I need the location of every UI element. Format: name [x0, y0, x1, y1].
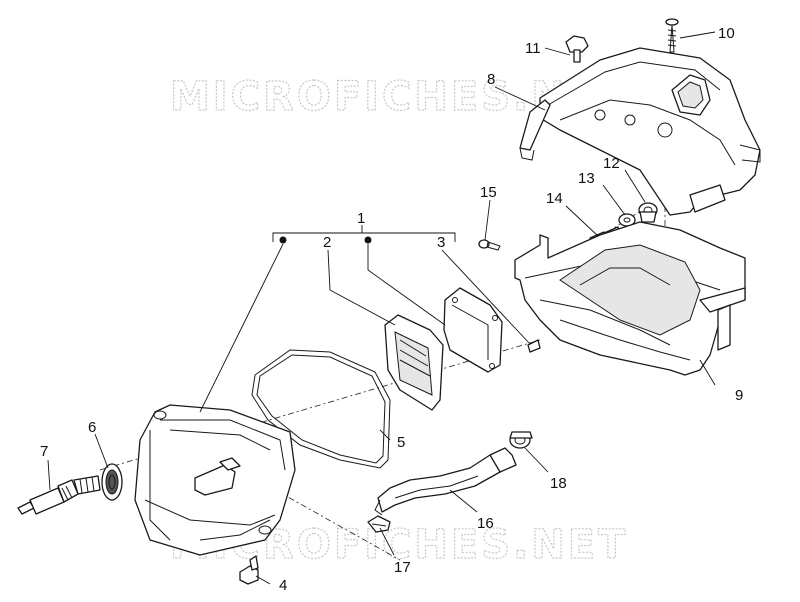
callout-8: 8 [487, 71, 495, 88]
callout-10: 10 [718, 25, 735, 42]
part-3-plate [443, 287, 503, 373]
callout-18: 18 [550, 475, 567, 492]
part-9-lower-housing [514, 221, 746, 376]
callout-15: 15 [480, 184, 497, 201]
callout-numbers: 1 2 3 4 5 6 7 8 9 10 11 12 13 14 15 16 1… [40, 25, 743, 594]
part-6-seal [101, 463, 123, 501]
callout-16: 16 [477, 515, 494, 532]
part-17-clamp [367, 515, 391, 533]
leader-lines [47, 31, 716, 585]
part-1-head-cover [134, 404, 296, 556]
part-18-clamp [509, 431, 533, 449]
part-15-small-screw [478, 239, 501, 251]
part-11-knob [565, 35, 589, 63]
callout-6: 6 [88, 419, 96, 436]
part-16-hose [374, 447, 517, 516]
callout-9: 9 [735, 387, 743, 404]
callout-4: 4 [279, 577, 287, 594]
callout-14: 14 [546, 190, 563, 207]
callout-12: 12 [603, 155, 620, 172]
part-4-bolt [239, 555, 259, 585]
callout-7: 7 [40, 443, 48, 460]
callout-11: 11 [525, 40, 541, 57]
part-12-grommet [638, 202, 658, 223]
bracket-dot-center [364, 236, 372, 244]
callout-2: 2 [323, 234, 331, 251]
bracket-dot-left [279, 236, 287, 244]
callout-1: 1 [357, 210, 365, 227]
callout-17: 17 [394, 559, 411, 576]
callout-5: 5 [397, 434, 405, 451]
part-10-screw [665, 18, 679, 53]
callout-13: 13 [578, 170, 595, 187]
part-2-reed-plate [384, 314, 444, 411]
part-5-gasket [251, 349, 391, 469]
part-3-screw [527, 339, 541, 353]
part-8-upper-cover [519, 47, 761, 216]
part-1-bracket [272, 225, 456, 244]
callout-3: 3 [437, 234, 445, 251]
part-7-spark-plug [17, 475, 101, 515]
